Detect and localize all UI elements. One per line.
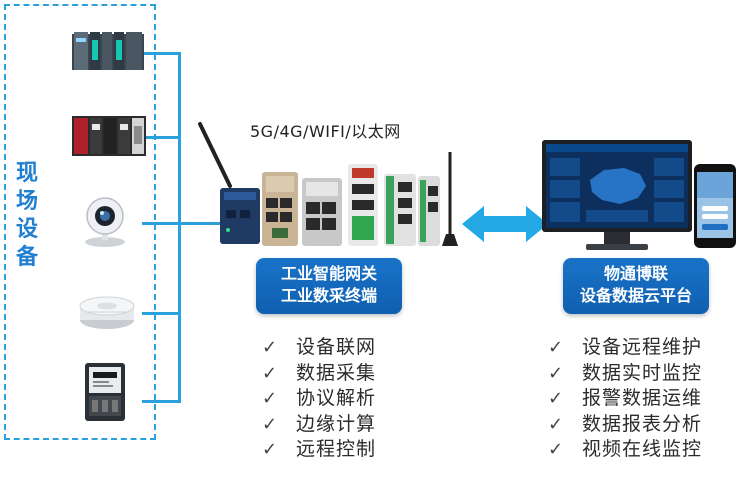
cloud-card: 物通博联 设备数据云平台	[563, 258, 709, 314]
bus-vertical-line	[178, 52, 181, 402]
checkmark-icon: ✓	[262, 362, 278, 384]
checkmark-icon: ✓	[548, 439, 564, 461]
list-item: ✓ 边缘计算	[262, 412, 422, 438]
gateway-card-line1: 工业智能网关	[280, 264, 377, 283]
feature-text: 边缘计算	[296, 412, 377, 435]
gateway-card: 工业智能网关 工业数采终端	[256, 258, 402, 314]
checkmark-icon: ✓	[262, 337, 278, 358]
checkmark-icon: ✓	[548, 362, 564, 384]
gateway-features-list: ✓ 设备联网 ✓ 数据采集 ✓ 协议解析 ✓ 边缘计算 ✓ 远程控制	[262, 335, 422, 463]
list-item: ✓ 数据采集	[262, 361, 422, 387]
list-item: ✓ 远程控制	[262, 437, 422, 463]
feature-text: 设备远程维护	[582, 336, 703, 358]
bus-line-device-4	[142, 312, 181, 315]
feature-text: 视频在线监控	[582, 438, 703, 461]
feature-text: 数据采集	[296, 361, 377, 384]
checkmark-icon: ✓	[548, 337, 564, 358]
smoke-detector-icon	[79, 296, 135, 329]
feature-text: 远程控制	[296, 438, 377, 461]
field-devices-label: 现 场 设 备	[12, 160, 42, 272]
field-label-char: 场	[15, 189, 38, 214]
bidirectional-arrow-icon	[462, 206, 548, 242]
plc-rack-dark-icon	[72, 32, 144, 70]
checkmark-icon: ✓	[548, 413, 564, 435]
checkmark-icon: ✓	[548, 388, 564, 410]
electric-meter-icon	[85, 363, 125, 421]
bus-line-device-5	[142, 400, 181, 403]
list-item: ✓ 设备远程维护	[548, 335, 733, 361]
gateway-card-line2: 工业数采终端	[280, 286, 377, 305]
list-item: ✓ 报警数据运维	[548, 386, 733, 412]
list-item: ✓ 设备联网	[262, 335, 422, 361]
field-label-char: 备	[15, 245, 38, 270]
checkmark-icon: ✓	[262, 413, 278, 435]
checkmark-icon: ✓	[262, 439, 278, 461]
mobile-app-phone-image	[694, 164, 736, 248]
feature-text: 设备联网	[296, 336, 377, 358]
list-item: ✓ 协议解析	[262, 386, 422, 412]
webcam-icon	[85, 197, 125, 247]
field-label-char: 设	[15, 217, 38, 242]
cloud-features-list: ✓ 设备远程维护 ✓ 数据实时监控 ✓ 报警数据运维 ✓ 数据报表分析 ✓ 视频在线监控	[548, 335, 733, 463]
feature-text: 报警数据运维	[582, 387, 703, 410]
bus-line-device-1	[142, 52, 181, 55]
cloud-platform-monitor-image	[542, 140, 692, 250]
cloud-card-line2: 设备数据云平台	[579, 286, 692, 305]
gateway-devices-image	[220, 152, 458, 246]
feature-text: 协议解析	[296, 387, 377, 410]
feature-text: 数据报表分析	[582, 412, 703, 435]
network-label: 5G/4G/WIFI/以太网	[250, 122, 401, 141]
checkmark-icon: ✓	[262, 388, 278, 410]
list-item: ✓ 视频在线监控	[548, 437, 733, 463]
feature-text: 数据实时监控	[582, 361, 703, 384]
list-item: ✓ 数据实时监控	[548, 361, 733, 387]
field-label-char: 现	[15, 161, 38, 186]
cloud-card-line1: 物通博联	[603, 264, 668, 283]
bus-line-device-2	[142, 136, 181, 139]
antenna-left-icon	[198, 122, 232, 188]
plc-rack-red-icon	[72, 116, 146, 156]
list-item: ✓ 数据报表分析	[548, 412, 733, 438]
bus-line-device-3	[142, 222, 222, 225]
